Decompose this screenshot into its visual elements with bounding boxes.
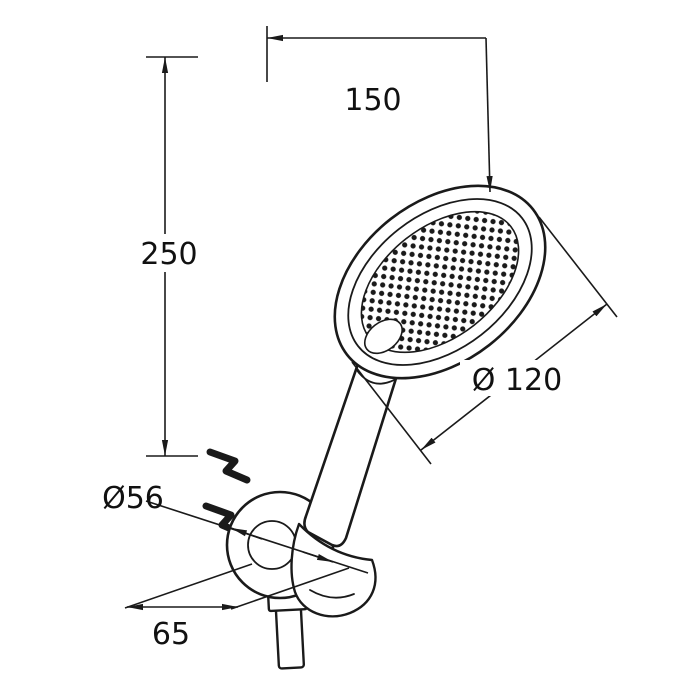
extension-line-lower xyxy=(351,361,432,465)
dimension-label-250: 250 xyxy=(140,237,197,272)
extension-line-front xyxy=(230,567,350,610)
handle xyxy=(303,350,400,548)
extension-line-upper xyxy=(538,216,618,318)
spray-mode-ring xyxy=(364,318,403,355)
arrow-inner-left xyxy=(230,527,263,540)
wall-hook-upper xyxy=(206,448,251,484)
dimension-label-dia56: Ø56 xyxy=(102,481,164,516)
extension-line-wall xyxy=(124,563,253,609)
dimension-label-65: 65 xyxy=(152,617,190,652)
dimension-250: 250 xyxy=(140,56,198,457)
cup-inner-line xyxy=(309,589,355,599)
handle-joint-line xyxy=(355,368,397,385)
dimension-dia56: Ø56 xyxy=(102,481,369,574)
dimension-label-150: 150 xyxy=(344,83,401,118)
dimension-65: 65 xyxy=(124,563,350,652)
holder-cup xyxy=(290,522,377,618)
arrow-inner-right xyxy=(302,551,334,563)
dimension-label-dia120: Ø 120 xyxy=(472,363,562,398)
leader-to-head xyxy=(485,37,493,193)
dimension-dia120: Ø 120 xyxy=(351,216,618,465)
dimension-150: 150 xyxy=(266,26,493,193)
